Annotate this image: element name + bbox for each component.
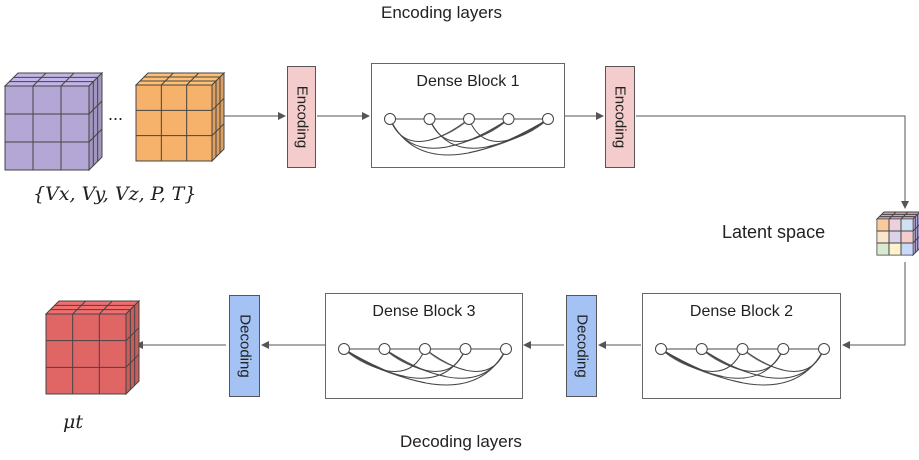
latent-cell bbox=[900, 218, 914, 232]
encoding-block-1: Encoding bbox=[287, 66, 316, 168]
cube-front-face bbox=[135, 84, 213, 162]
cube-front-face bbox=[4, 85, 90, 171]
input-cube-purple bbox=[4, 72, 104, 172]
dense-node bbox=[419, 343, 431, 355]
arrow-latent-to-dense2 bbox=[842, 262, 906, 349]
dense-block-2-title: Dense Block 2 bbox=[689, 303, 794, 320]
cube-top-face bbox=[4, 72, 104, 87]
encoding-layers-title: Encoding layers bbox=[381, 3, 502, 22]
latent-space-cube bbox=[876, 211, 919, 257]
ellipsis: ... bbox=[108, 104, 124, 124]
input-variables-formula: {Vx, Vy, Vz, P, T} bbox=[33, 183, 196, 205]
dense-block-1: Dense Block 1 bbox=[371, 63, 565, 168]
dense-node bbox=[695, 343, 708, 355]
dense-node bbox=[338, 343, 350, 355]
dense-node bbox=[818, 343, 830, 355]
latent-space-label: Latent space bbox=[722, 222, 826, 242]
dense-node bbox=[655, 343, 667, 355]
dense-node bbox=[502, 113, 515, 125]
cube-top-face bbox=[45, 300, 141, 315]
latent-cell bbox=[876, 218, 890, 232]
arrow-encoding-to-latent bbox=[636, 115, 909, 209]
input-cube-orange bbox=[135, 72, 226, 163]
cube-top-face bbox=[135, 72, 226, 86]
cube-side-face bbox=[88, 72, 103, 172]
dense-block-2-connections bbox=[655, 343, 830, 386]
dense-node bbox=[542, 113, 554, 125]
dense-node bbox=[500, 343, 512, 355]
cube-top-face bbox=[876, 211, 919, 220]
decoding-block-2-label: Decoding bbox=[573, 314, 590, 378]
decoding-block-2: Decoding bbox=[566, 295, 597, 397]
latent-cell bbox=[888, 230, 902, 244]
dense-node bbox=[736, 343, 749, 355]
dense-block-3: Dense Block 3 bbox=[325, 293, 523, 399]
cube-front-face bbox=[45, 313, 127, 395]
dense-block-2: Dense Block 2 bbox=[642, 293, 841, 399]
formula-text: {Vx, Vy, Vz, P, T} bbox=[33, 183, 197, 205]
dense-block-1-connections bbox=[384, 113, 554, 156]
latent-cell bbox=[888, 242, 902, 256]
latent-cell bbox=[900, 242, 914, 256]
latent-cell bbox=[888, 218, 902, 232]
dense-node bbox=[459, 343, 472, 355]
dense-node bbox=[378, 343, 391, 355]
output-symbol: μt bbox=[63, 411, 83, 433]
decoding-block-1: Decoding bbox=[229, 295, 260, 397]
decoding-layers-title: Decoding layers bbox=[400, 432, 522, 451]
cube-side-face bbox=[125, 300, 140, 396]
latent-cell bbox=[876, 230, 890, 244]
dense-node bbox=[463, 113, 475, 125]
dense-node bbox=[384, 113, 396, 125]
dense-node bbox=[777, 343, 790, 355]
dense-block-1-title: Dense Block 1 bbox=[416, 73, 520, 90]
cube-side-face bbox=[211, 72, 225, 163]
latent-cell bbox=[876, 242, 890, 256]
encoding-block-2-label: Encoding bbox=[611, 85, 629, 149]
latent-cell bbox=[900, 230, 914, 244]
dense-node bbox=[423, 113, 436, 125]
dense-block-3-title: Dense Block 3 bbox=[372, 303, 476, 320]
decoding-block-1-label: Decoding bbox=[236, 314, 253, 378]
output-cube-red bbox=[45, 300, 141, 396]
encoding-block-1-label: Encoding bbox=[293, 85, 310, 149]
dense-block-3-connections bbox=[338, 343, 512, 386]
encoding-block-2: Encoding bbox=[605, 66, 635, 168]
